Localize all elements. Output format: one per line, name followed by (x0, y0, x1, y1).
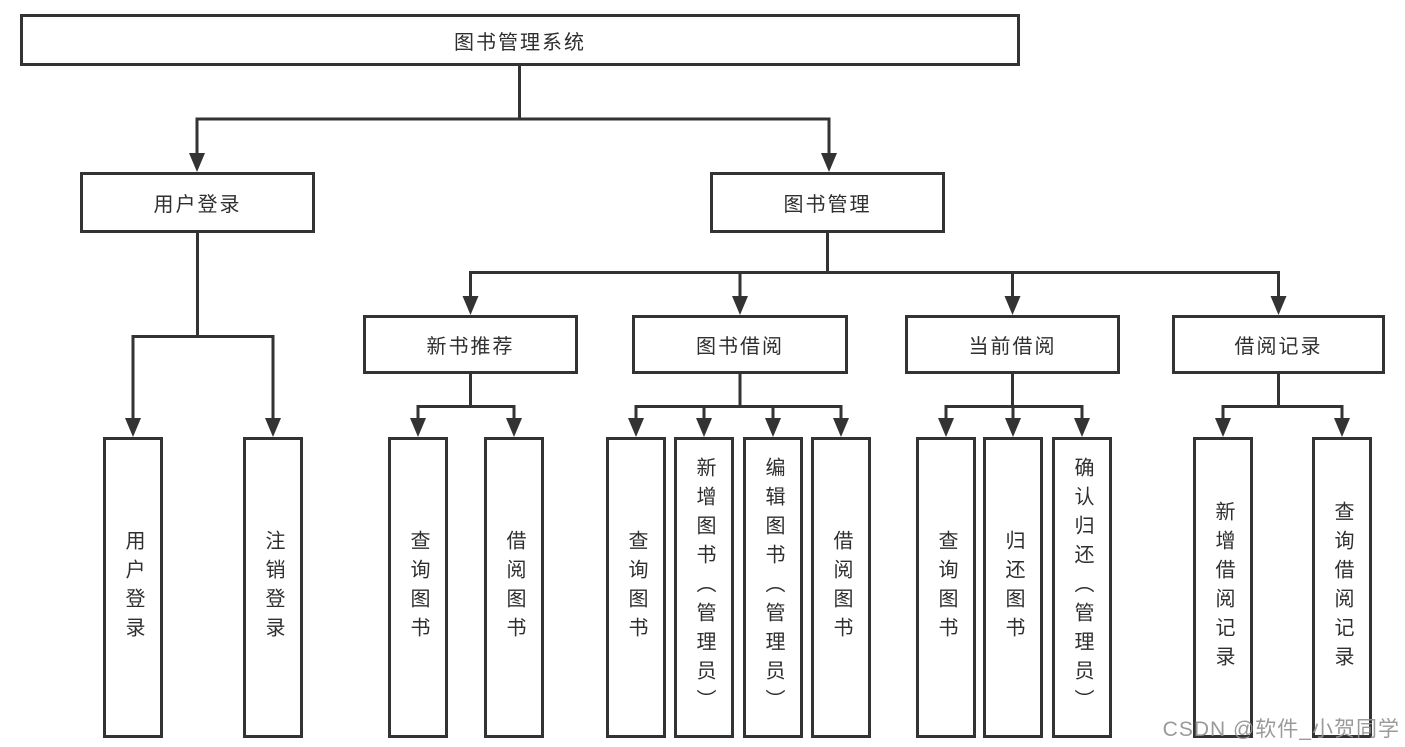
leaf-query-books-current-label: 查询图书 (935, 529, 957, 646)
node-library-system-label: 图书管理系统 (454, 31, 586, 54)
leaf-borrow-books: 借阅图书 (811, 437, 871, 738)
leaf-return-books-label: 归还图书 (1002, 529, 1024, 646)
leaf-edit-books-admin-label: 编辑图书（管理员） (762, 457, 784, 718)
leaf-borrow-books-recommend-label: 借阅图书 (503, 529, 525, 646)
leaf-query-books-borrow: 查询图书 (606, 437, 666, 738)
node-new-book-recommend: 新书推荐 (363, 315, 578, 374)
leaf-logout-label: 注销登录 (262, 529, 284, 646)
leaf-edit-books-admin: 编辑图书（管理员） (743, 437, 803, 738)
leaf-query-borrow-record-label: 查询借阅记录 (1331, 500, 1353, 675)
node-current-borrowing-label: 当前借阅 (968, 336, 1057, 358)
leaf-query-books-recommend-label: 查询图书 (407, 529, 429, 646)
leaf-return-books: 归还图书 (983, 437, 1043, 738)
node-book-borrowing-label: 图书借阅 (696, 336, 784, 358)
leaf-add-borrow-record-label: 新增借阅记录 (1212, 500, 1234, 675)
node-book-management-label: 图书管理 (783, 194, 872, 216)
leaf-add-books-admin: 新增图书（管理员） (674, 437, 734, 738)
node-borrowing-records-label: 借阅记录 (1234, 336, 1323, 358)
node-user-login: 用户登录 (80, 172, 315, 233)
leaf-user-login: 用户登录 (103, 437, 163, 738)
leaf-add-books-admin-label: 新增图书（管理员） (693, 457, 715, 718)
leaf-query-books-borrow-label: 查询图书 (625, 529, 647, 646)
csdn-watermark: CSDN @软件_小贺同学 (1162, 718, 1400, 741)
leaf-borrow-books-label: 借阅图书 (830, 529, 852, 646)
leaf-query-borrow-record: 查询借阅记录 (1312, 437, 1372, 738)
leaf-user-login-label: 用户登录 (122, 529, 144, 646)
node-book-borrowing: 图书借阅 (632, 315, 848, 374)
node-user-login-label: 用户登录 (153, 194, 242, 216)
leaf-query-books-recommend: 查询图书 (388, 437, 448, 738)
node-new-book-recommend-label: 新书推荐 (426, 336, 515, 358)
leaf-logout: 注销登录 (243, 437, 303, 738)
node-book-management: 图书管理 (710, 172, 945, 233)
leaf-borrow-books-recommend: 借阅图书 (484, 437, 544, 738)
leaf-confirm-return-admin: 确认归还（管理员） (1052, 437, 1112, 738)
leaf-add-borrow-record: 新增借阅记录 (1193, 437, 1253, 738)
node-library-system: 图书管理系统 (20, 14, 1020, 66)
leaf-confirm-return-admin-label: 确认归还（管理员） (1071, 457, 1093, 718)
node-borrowing-records: 借阅记录 (1172, 315, 1385, 374)
node-current-borrowing: 当前借阅 (905, 315, 1120, 374)
leaf-query-books-current: 查询图书 (916, 437, 976, 738)
